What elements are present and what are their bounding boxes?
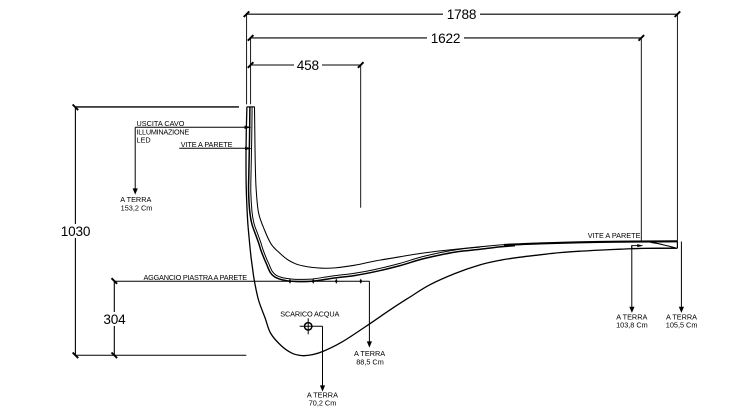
svg-text:VITE A PARETE: VITE A PARETE bbox=[588, 231, 641, 240]
svg-text:88,5 Cm: 88,5 Cm bbox=[356, 357, 384, 366]
svg-text:A TERRA: A TERRA bbox=[354, 349, 385, 358]
svg-text:105,5 Cm: 105,5 Cm bbox=[666, 320, 698, 329]
svg-text:A TERRA: A TERRA bbox=[616, 312, 647, 321]
svg-text:USCITA CAVO: USCITA CAVO bbox=[137, 119, 185, 128]
svg-text:AGGANCIO PIASTRA A PARETE: AGGANCIO PIASTRA A PARETE bbox=[144, 273, 248, 282]
svg-text:SCARICO ACQUA: SCARICO ACQUA bbox=[280, 309, 339, 318]
svg-text:103,8 Cm: 103,8 Cm bbox=[616, 320, 648, 329]
svg-text:153,2 Cm: 153,2 Cm bbox=[121, 204, 153, 213]
svg-text:304: 304 bbox=[103, 312, 126, 327]
svg-text:458: 458 bbox=[297, 58, 319, 73]
svg-text:VITE A PARETE: VITE A PARETE bbox=[181, 140, 233, 149]
svg-text:1788: 1788 bbox=[447, 7, 476, 22]
svg-text:70,2 Cm: 70,2 Cm bbox=[309, 398, 337, 407]
svg-text:1030: 1030 bbox=[61, 224, 91, 239]
svg-text:A TERRA: A TERRA bbox=[120, 195, 151, 204]
svg-text:LED: LED bbox=[137, 136, 151, 145]
svg-text:A TERRA: A TERRA bbox=[307, 391, 338, 400]
svg-text:1622: 1622 bbox=[431, 31, 460, 46]
svg-text:A TERRA: A TERRA bbox=[666, 312, 697, 321]
svg-text:ILLUMINAZIONE: ILLUMINAZIONE bbox=[137, 127, 190, 136]
